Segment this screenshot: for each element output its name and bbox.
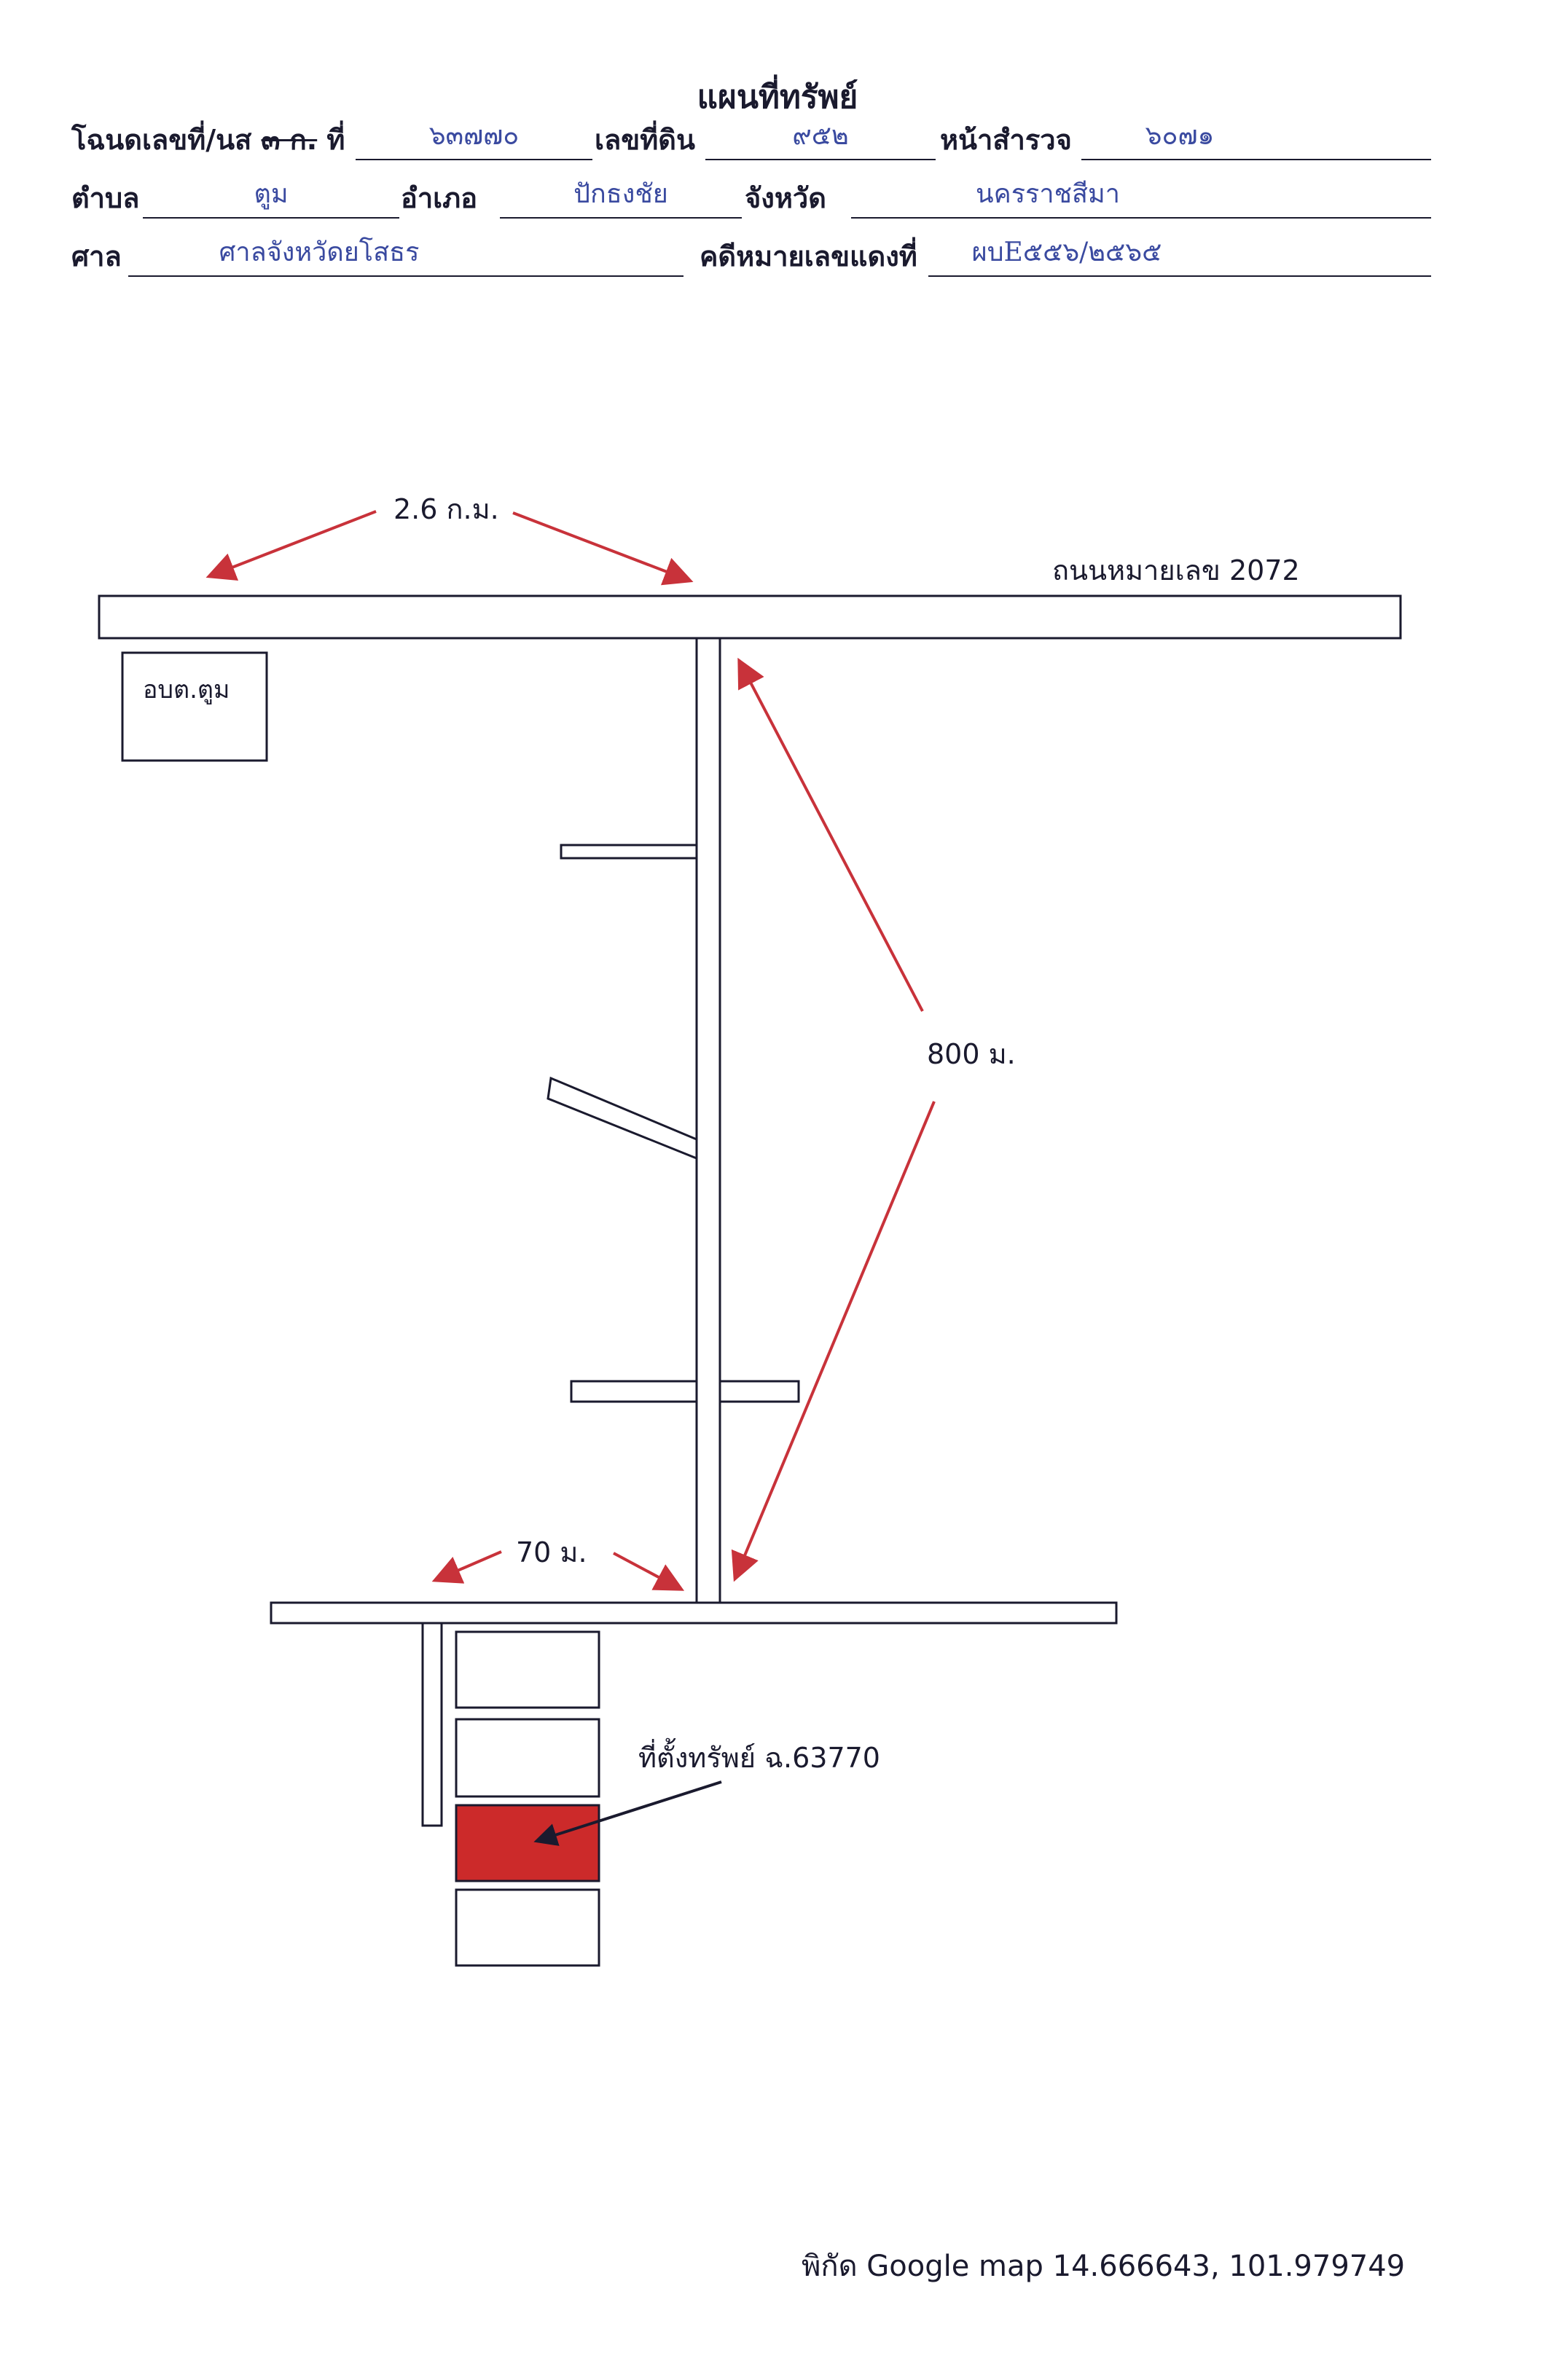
deed-label: โฉนดเลขที่/นส ๓ ก. ที่: [71, 124, 345, 156]
distance-bottom-arrow-left: [431, 1550, 502, 1584]
distance-side-label: 800 ม.: [927, 1038, 1016, 1070]
subdistrict-label: ตำบล: [71, 182, 140, 214]
deed-strike-text: ๓ ก.: [261, 124, 318, 156]
distance-side-arrow-down: [731, 1101, 936, 1582]
distance-top-label: 2.6 ก.ม.: [393, 493, 499, 525]
district-label: อำเภอ: [401, 182, 478, 214]
survey-page-label: หน้าสำรวจ: [940, 124, 1072, 156]
property-label: ที่ตั้งทรัพย์ ฉ.63770: [638, 1737, 880, 1774]
location-row: ตำบล ตูม อำเภอ ปักธงชัย จังหวัด นครราชสี…: [71, 179, 1435, 224]
deed-no-label: ที่: [326, 124, 345, 156]
distance-bottom-label: 70 ม.: [516, 1536, 587, 1568]
highway-2072: [98, 594, 1402, 640]
page-title: แผนที่ทรัพย์: [697, 79, 858, 116]
district-value: ปักธงชัย: [573, 179, 668, 209]
property-plot: [455, 1804, 600, 1882]
vertical-road: [695, 637, 721, 1604]
side-lane-2: [547, 1076, 698, 1160]
deed-row: โฉนดเลขที่/นส ๓ ก. ที่ ๖๓๗๗๐ เลขที่ดิน ๙…: [71, 121, 1435, 166]
distance-bottom-arrow-right: [613, 1552, 685, 1591]
case-value: ผบE๕๕๖/๒๕๖๕: [971, 237, 1162, 267]
province-value: นครราชสีมา: [976, 179, 1120, 209]
distance-top-arrow-right: [512, 511, 694, 586]
google-map-coordinates: พิกัด Google map 14.666643, 101.979749: [802, 2250, 1406, 2283]
deed-no-value: ๖๓๗๗๐: [428, 121, 520, 151]
province-label: จังหวัด: [745, 182, 826, 214]
survey-page-value: ๖๐๗๑: [1145, 121, 1215, 151]
side-lane-1: [560, 844, 698, 860]
bottom-road: [270, 1601, 1118, 1625]
side-lane-3-left: [570, 1380, 698, 1403]
case-label: คดีหมายเลขแดงที่: [700, 240, 917, 272]
plot-2: [455, 1718, 600, 1798]
plot-1: [455, 1630, 600, 1709]
court-label: ศาล: [71, 240, 122, 272]
plot-4: [455, 1888, 600, 1967]
distance-top-arrow-left: [205, 510, 377, 581]
highway-label: ถนนหมายเลข 2072: [1052, 554, 1300, 586]
distance-side-arrow-up: [737, 657, 924, 1012]
court-row: ศาล ศาลจังหวัดยโสธร คดีหมายเลขแดงที่ ผบE…: [71, 237, 1435, 283]
court-value: ศาลจังหวัดยโสธร: [219, 237, 420, 267]
land-no-value: ๙๕๒: [792, 121, 849, 151]
small-lane: [421, 1622, 443, 1827]
land-no-label: เลขที่ดิน: [595, 124, 695, 156]
office-box: [121, 651, 268, 762]
subdistrict-value: ตูม: [254, 179, 289, 209]
office-label: อบต.ตูม: [143, 675, 230, 704]
side-lane-3-right: [718, 1380, 800, 1403]
property-arrow: [533, 1780, 722, 1846]
